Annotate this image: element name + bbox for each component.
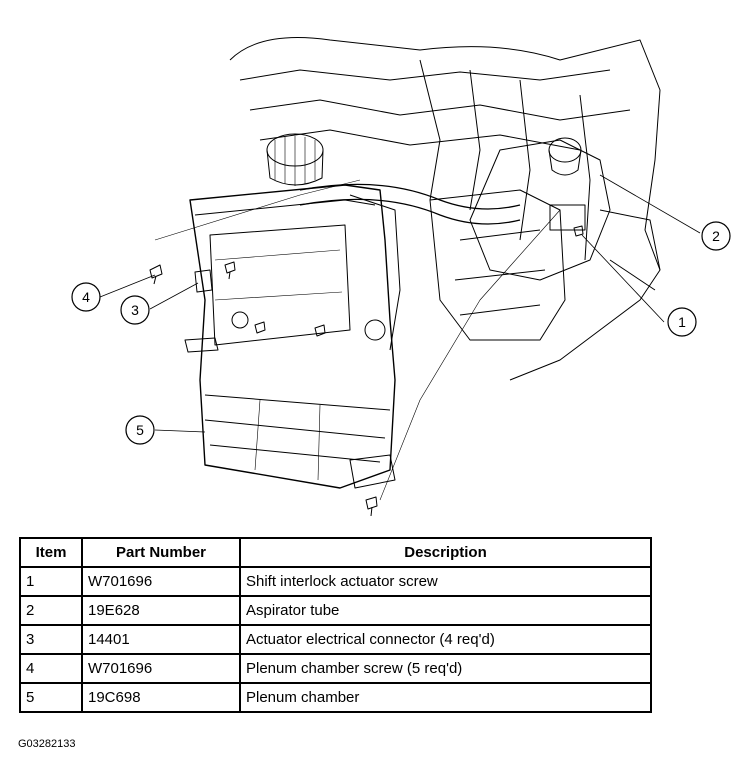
callout-label: 2 bbox=[712, 228, 720, 244]
cell-item: 5 bbox=[19, 682, 83, 713]
cell-description: Plenum chamber bbox=[239, 682, 652, 713]
callout-1: 1 bbox=[667, 307, 697, 337]
parts-table: Item Part Number Description 1 W701696 S… bbox=[19, 537, 652, 713]
callout-label: 4 bbox=[82, 289, 90, 305]
table-row: 3 14401 Actuator electrical connector (4… bbox=[19, 624, 652, 655]
table-row: 2 19E628 Aspirator tube bbox=[19, 595, 652, 626]
cell-description: Actuator electrical connector (4 req'd) bbox=[239, 624, 652, 655]
callout-label: 1 bbox=[678, 314, 686, 330]
cell-description: Aspirator tube bbox=[239, 595, 652, 626]
cell-description: Plenum chamber screw (5 req'd) bbox=[239, 653, 652, 684]
exploded-view-illustration: 1 2 3 4 5 bbox=[71, 37, 731, 517]
callout-5: 5 bbox=[125, 415, 155, 445]
table-row: 4 W701696 Plenum chamber screw (5 req'd) bbox=[19, 653, 652, 684]
callout-label: 3 bbox=[131, 302, 139, 318]
column-header-description: Description bbox=[239, 537, 652, 568]
callout-label: 5 bbox=[136, 422, 144, 438]
column-header-item: Item bbox=[19, 537, 83, 568]
callout-2: 2 bbox=[701, 221, 731, 251]
cell-part-number: 19C698 bbox=[81, 682, 241, 713]
figure-code: G03282133 bbox=[18, 738, 76, 750]
column-header-part-number: Part Number bbox=[81, 537, 241, 568]
cell-part-number: W701696 bbox=[81, 566, 241, 597]
cell-part-number: W701696 bbox=[81, 653, 241, 684]
table-row: 1 W701696 Shift interlock actuator screw bbox=[19, 566, 652, 597]
callout-4: 4 bbox=[71, 282, 101, 312]
cell-item: 3 bbox=[19, 624, 83, 655]
table-row: 5 19C698 Plenum chamber bbox=[19, 682, 652, 713]
cell-part-number: 14401 bbox=[81, 624, 241, 655]
cell-item: 1 bbox=[19, 566, 83, 597]
cell-part-number: 19E628 bbox=[81, 595, 241, 626]
cell-description: Shift interlock actuator screw bbox=[239, 566, 652, 597]
cell-item: 2 bbox=[19, 595, 83, 626]
table-header-row: Item Part Number Description bbox=[19, 537, 652, 568]
cell-item: 4 bbox=[19, 653, 83, 684]
callout-3: 3 bbox=[120, 295, 150, 325]
